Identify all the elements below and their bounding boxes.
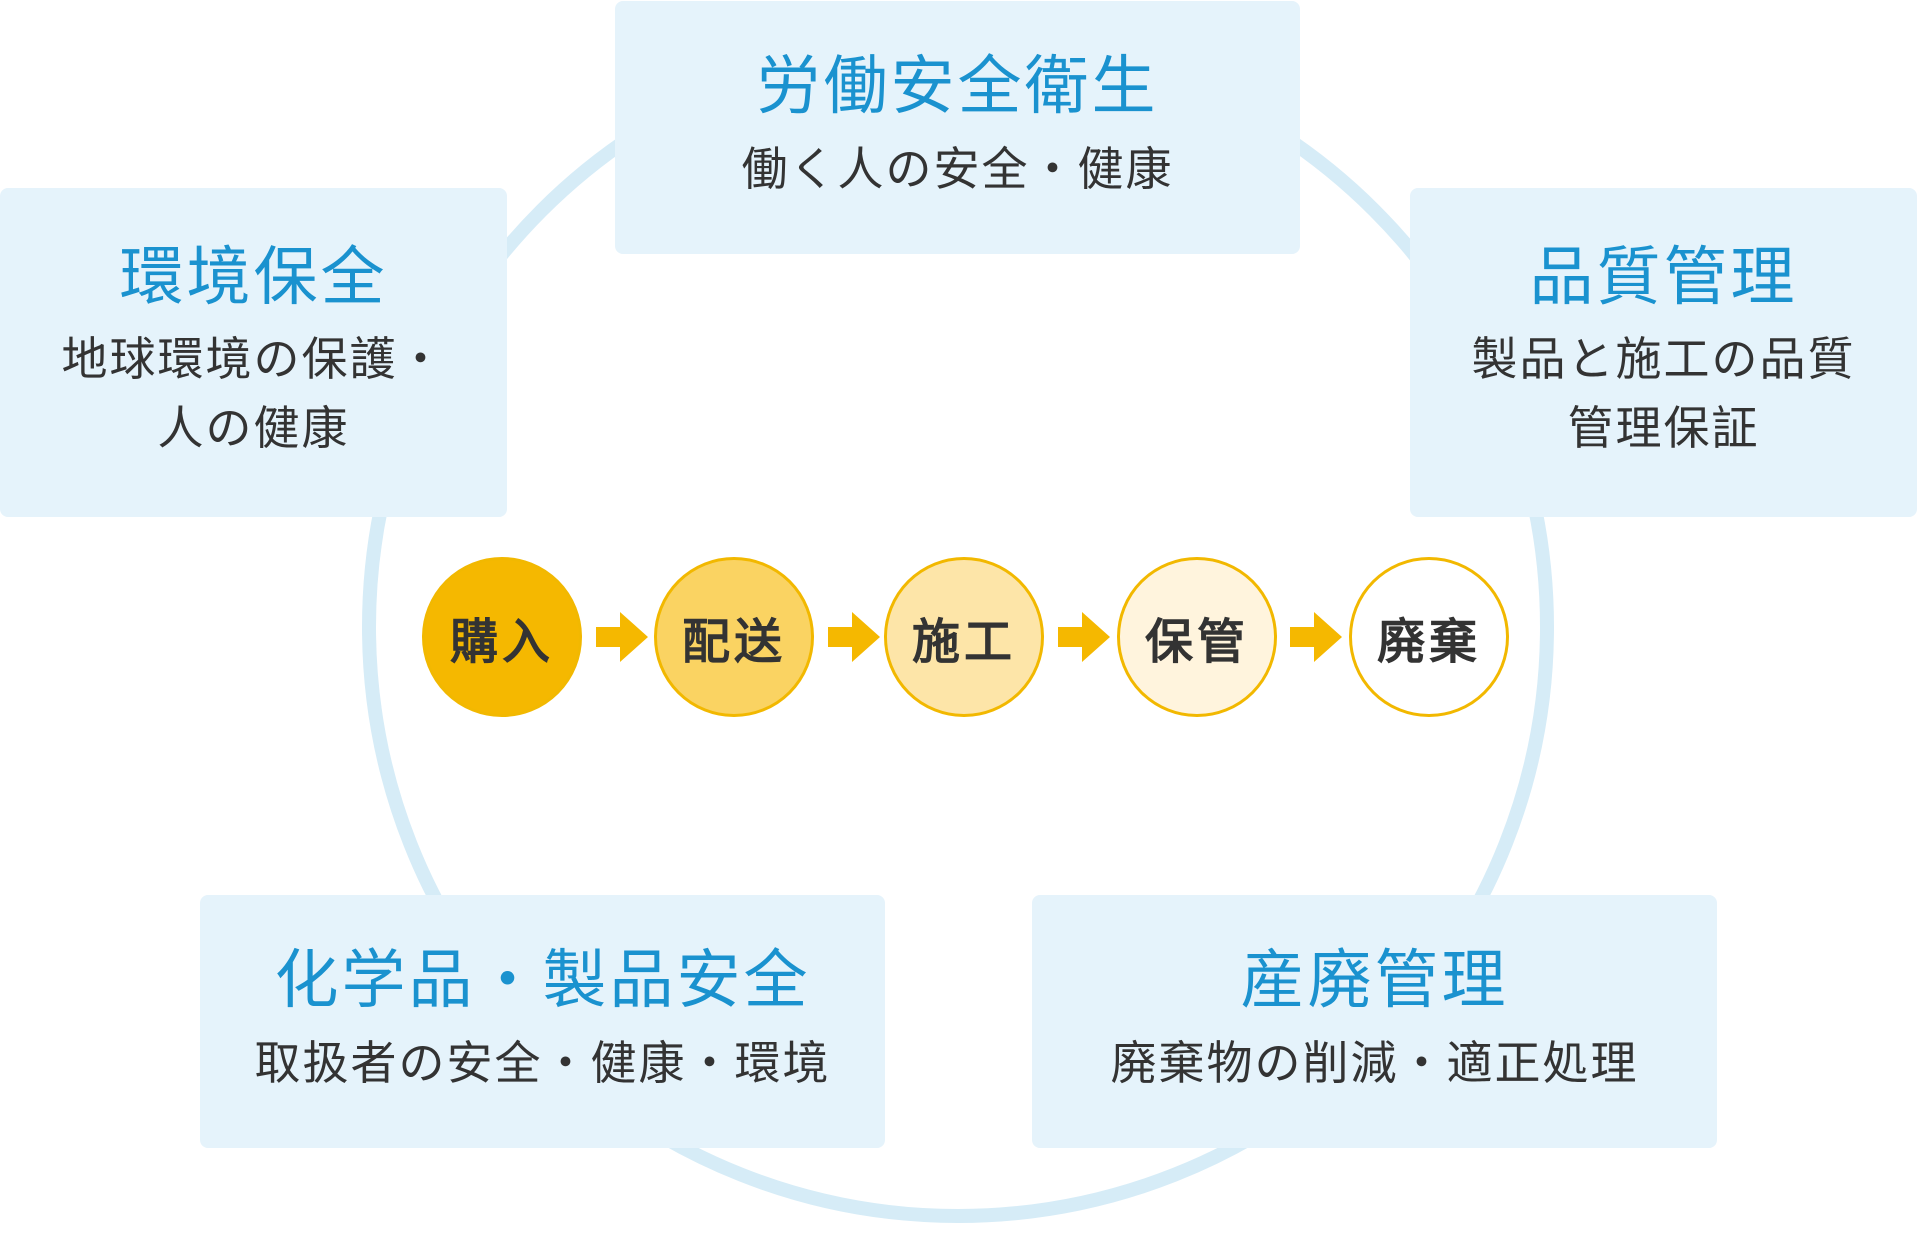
- chemical-safety-desc: 取扱者の安全・健康・環境: [254, 1035, 831, 1090]
- environment-title: 環境保全: [119, 240, 388, 315]
- right-arrow-icon: [1290, 612, 1342, 662]
- occupational-safety-title: 労働安全衛生: [756, 50, 1159, 125]
- right-arrow-icon: [828, 612, 880, 662]
- right-arrow-icon: [1058, 612, 1110, 662]
- quality-box: 品質管理 製品と施工の品質 管理保証: [1410, 188, 1917, 517]
- step-purchase: 購入: [422, 557, 582, 717]
- occupational-safety-box: 労働安全衛生 働く人の安全・健康: [615, 1, 1300, 254]
- quality-title: 品質管理: [1529, 240, 1798, 315]
- right-arrow-icon: [596, 612, 648, 662]
- step-storage: 保管: [1117, 557, 1277, 717]
- waste-management-box: 産廃管理 廃棄物の削減・適正処理: [1032, 895, 1717, 1148]
- occupational-safety-desc: 働く人の安全・健康: [741, 141, 1174, 196]
- environment-box: 環境保全 地球環境の保護・ 人の健康: [0, 188, 507, 517]
- step-construction: 施工: [884, 557, 1044, 717]
- step-disposal: 廃棄: [1349, 557, 1509, 717]
- chemical-safety-title: 化学品・製品安全: [274, 944, 811, 1019]
- quality-desc: 製品と施工の品質 管理保証: [1471, 332, 1856, 456]
- waste-management-desc: 廃棄物の削減・適正処理: [1110, 1035, 1639, 1090]
- chemical-safety-box: 化学品・製品安全 取扱者の安全・健康・環境: [200, 895, 885, 1148]
- step-delivery: 配送: [654, 557, 814, 717]
- environment-desc: 地球環境の保護・ 人の健康: [61, 332, 446, 456]
- waste-management-title: 産廃管理: [1240, 944, 1509, 1019]
